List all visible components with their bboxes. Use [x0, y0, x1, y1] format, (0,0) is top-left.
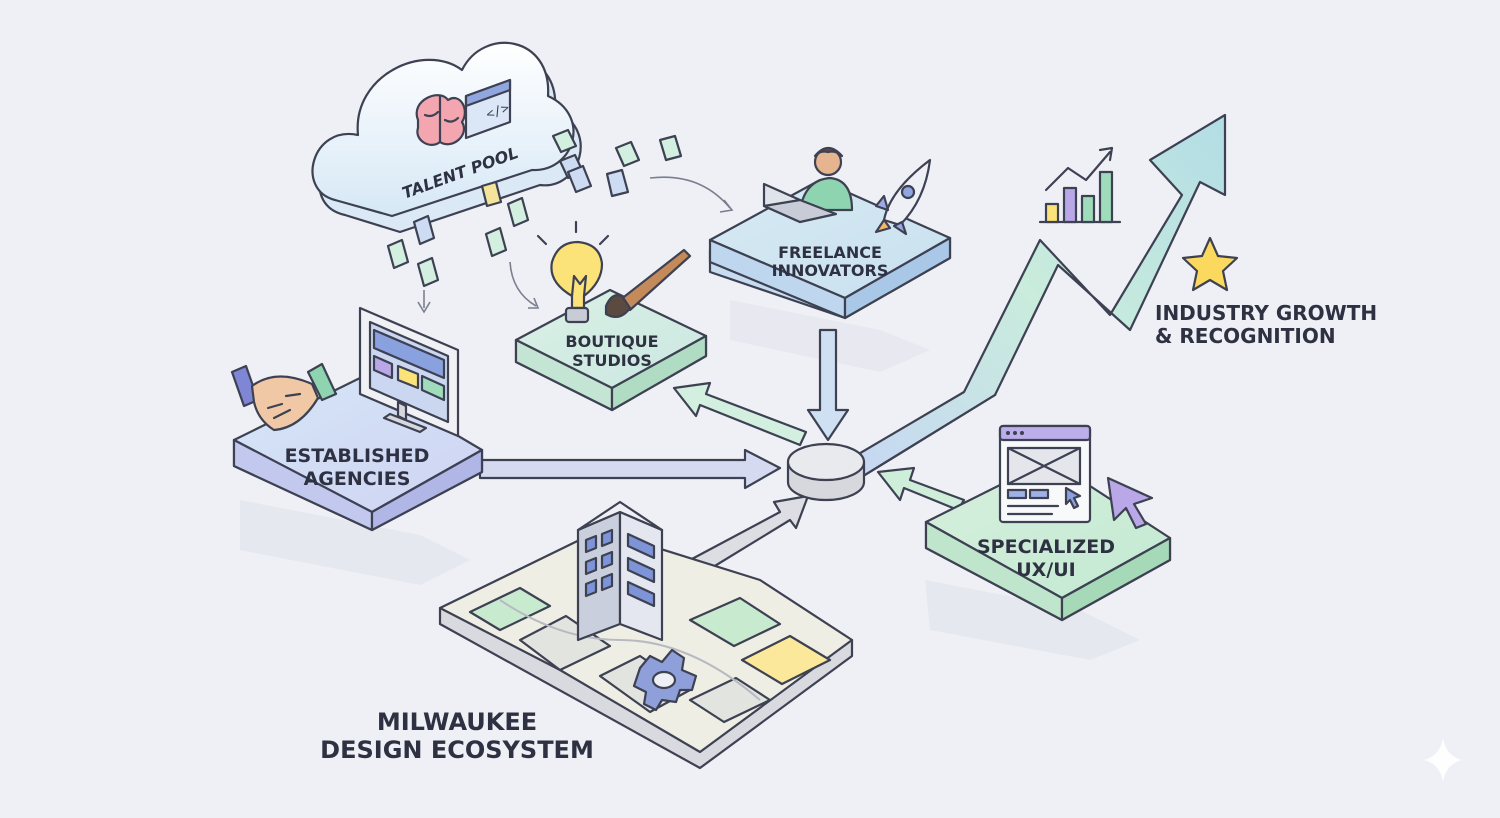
document-icon	[614, 140, 641, 168]
person-laptop-icon	[762, 146, 854, 224]
mini-cursor-icon	[1064, 486, 1082, 510]
handshake-icon	[230, 362, 338, 432]
freelance-platform: FREELANCE INNOVATORS	[708, 146, 952, 320]
agencies-platform: ESTABLISHED AGENCIES	[230, 306, 484, 532]
gear-icon	[632, 648, 698, 712]
monitor-icon	[358, 306, 460, 438]
boutique-label-line2: STUDIOS	[572, 351, 652, 370]
document-icon	[484, 226, 508, 258]
ux-label-line1: SPECIALIZED	[977, 536, 1115, 558]
hub-icon	[786, 442, 866, 502]
star-icon	[1181, 236, 1239, 292]
freelance-label-line1: FREELANCE	[778, 243, 882, 262]
sparkle-icon	[1424, 738, 1462, 782]
document-icon	[386, 238, 410, 270]
code-window-icon: </>	[464, 78, 512, 140]
lightbulb-icon	[536, 220, 610, 324]
document-icon	[416, 256, 440, 288]
boutique-label-line1: BOUTIQUE	[565, 332, 658, 351]
ecosystem-label-line1: MILWAUKEE	[377, 708, 537, 736]
agencies-label-line1: ESTABLISHED	[285, 445, 430, 467]
document-icon	[566, 164, 593, 194]
growth-arrow	[843, 113, 1227, 480]
document-icon	[605, 168, 630, 198]
ux-label-line2: UX/UI	[1016, 559, 1076, 581]
brain-icon	[415, 94, 466, 146]
ux-platform: SPECIALIZED UX/UI	[924, 424, 1172, 622]
flow-arrows	[478, 328, 966, 577]
document-icon	[412, 214, 436, 246]
arrow-ux-hub	[876, 466, 966, 512]
rocket-icon	[874, 158, 932, 236]
document-icon	[551, 128, 578, 154]
growth-label-line2: & RECOGNITION	[1155, 324, 1336, 348]
talent-pool-cloud: </> TALENT POOL	[311, 41, 582, 234]
agencies-label-line2: AGENCIES	[304, 468, 411, 490]
bar-chart-icon	[1038, 146, 1122, 224]
document-icon	[480, 180, 503, 208]
arrow-freelance-hub	[806, 328, 850, 442]
growth-label-line1: INDUSTRY GROWTH	[1155, 301, 1377, 325]
document-icon	[658, 134, 683, 162]
paintbrush-icon	[604, 248, 692, 319]
boutique-platform: BOUTIQUE STUDIOS	[514, 220, 708, 412]
cursor-icon	[1106, 476, 1154, 530]
freelance-label-line2: INNOVATORS	[772, 261, 889, 280]
building-icon	[576, 500, 664, 642]
document-icons	[386, 128, 683, 288]
ecosystem-label-line2: DESIGN ECOSYSTEM	[320, 736, 594, 764]
arrow-hub-boutique	[672, 381, 808, 447]
document-icon	[506, 196, 530, 228]
dashed-flows	[417, 176, 734, 314]
arrow-agencies-hub	[478, 448, 782, 490]
